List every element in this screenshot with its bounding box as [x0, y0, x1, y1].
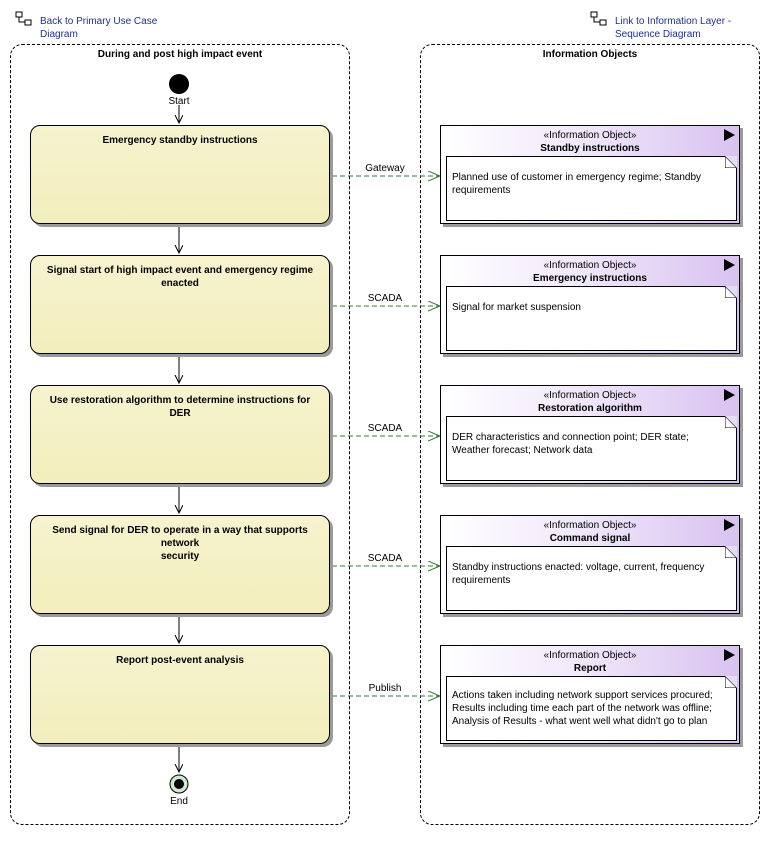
information-object-command[interactable]: «Information Object» Command signal Stan… — [440, 515, 740, 614]
action-label-cont: security — [160, 551, 200, 562]
action-send-signal-der[interactable]: Send signal for DER to operate in a way … — [30, 515, 330, 614]
note-fold-icon — [725, 286, 737, 298]
object-stereotype: «Information Object» — [543, 390, 637, 401]
back-link-line2[interactable]: Diagram — [40, 29, 78, 40]
flow-label: SCADA — [367, 293, 403, 304]
play-arrow-icon — [724, 259, 735, 271]
action-label: Use restoration algorithm to determine i… — [49, 395, 311, 419]
note-line: Weather forecast; Network data — [452, 445, 593, 456]
information-object-standby[interactable]: «Information Object» Standby instruction… — [440, 125, 740, 224]
information-layer-link[interactable]: Link to Information Layer - Sequence Dia… — [615, 15, 731, 41]
partition-title: Information Objects — [542, 49, 638, 60]
note-line: Analysis of Results - what went well wha… — [452, 716, 708, 727]
object-note: DER characteristics and connection point… — [446, 416, 737, 481]
note-line: Results including time each part of the … — [452, 703, 712, 714]
object-name: Report — [573, 663, 607, 674]
action-label: Signal start of high impact event and em… — [46, 265, 314, 276]
object-name: Standby instructions — [540, 143, 640, 154]
note-line: requirements — [452, 575, 511, 586]
note-line: Actions taken including network support … — [452, 690, 713, 701]
object-name: Emergency instructions — [533, 273, 647, 284]
object-stereotype: «Information Object» — [543, 130, 637, 141]
object-note: Planned use of customer in emergency reg… — [446, 156, 737, 221]
action-label: Emergency standby instructions — [102, 135, 258, 146]
object-note: Standby instructions enacted: voltage, c… — [446, 546, 737, 611]
information-object-report[interactable]: «Information Object» Report Actions take… — [440, 645, 740, 744]
note-line: Standby instructions enacted: voltage, c… — [452, 562, 705, 573]
object-stereotype: «Information Object» — [543, 650, 637, 661]
back-link-line1[interactable]: Back to Primary Use Case — [40, 16, 158, 27]
note-fold-icon — [725, 416, 737, 428]
back-to-use-case-link[interactable]: Back to Primary Use Case Diagram — [40, 15, 157, 41]
flow-label: Publish — [368, 683, 402, 694]
object-name: Restoration algorithm — [538, 403, 642, 414]
object-stereotype: «Information Object» — [543, 520, 637, 531]
play-arrow-icon — [724, 649, 735, 661]
note-fold-icon — [725, 156, 737, 168]
end-label: End — [170, 796, 188, 807]
action-report-analysis[interactable]: Report post-event analysis — [30, 645, 330, 744]
partition-title: During and post high impact event — [97, 49, 263, 60]
note-fold-icon — [725, 676, 737, 688]
action-label-cont: enacted — [161, 278, 199, 289]
start-node — [169, 74, 189, 94]
note-line: DER characteristics and connection point… — [452, 432, 689, 443]
object-note: Actions taken including network support … — [446, 676, 737, 741]
activity-partition: During and post high impact event — [10, 44, 350, 825]
flow-label: SCADA — [367, 423, 403, 434]
play-arrow-icon — [724, 389, 735, 401]
note-line: requirements — [452, 185, 511, 196]
note-line: Planned use of customer in emergency reg… — [452, 172, 702, 183]
information-object-restoration[interactable]: «Information Object» Restoration algorit… — [440, 385, 740, 484]
flow-label: Gateway — [365, 163, 405, 174]
info-link-line1[interactable]: Link to Information Layer - — [615, 16, 732, 27]
info-link-line2[interactable]: Sequence Diagram — [615, 29, 701, 40]
action-label: Report post-event analysis — [116, 655, 244, 666]
start-label: Start — [168, 96, 190, 107]
play-arrow-icon — [724, 519, 735, 531]
action-signal-start[interactable]: Signal start of high impact event and em… — [30, 255, 330, 354]
action-label: Send signal for DER to operate in a way … — [52, 525, 308, 549]
information-objects-partition: Information Objects — [420, 44, 760, 825]
note-line: Signal for market suspension — [452, 302, 581, 313]
object-name: Command signal — [549, 533, 631, 544]
flow-label: SCADA — [367, 553, 403, 564]
diagram-link-icon[interactable] — [15, 11, 33, 27]
object-note: Signal for market suspension — [446, 286, 737, 351]
information-object-emergency[interactable]: «Information Object» Emergency instructi… — [440, 255, 740, 354]
object-stereotype: «Information Object» — [543, 260, 637, 271]
note-fold-icon — [725, 546, 737, 558]
diagram-link-icon[interactable] — [590, 11, 608, 27]
action-restoration-algorithm[interactable]: Use restoration algorithm to determine i… — [30, 385, 330, 484]
play-arrow-icon — [724, 129, 735, 141]
action-emergency-standby[interactable]: Emergency standby instructions — [30, 125, 330, 224]
